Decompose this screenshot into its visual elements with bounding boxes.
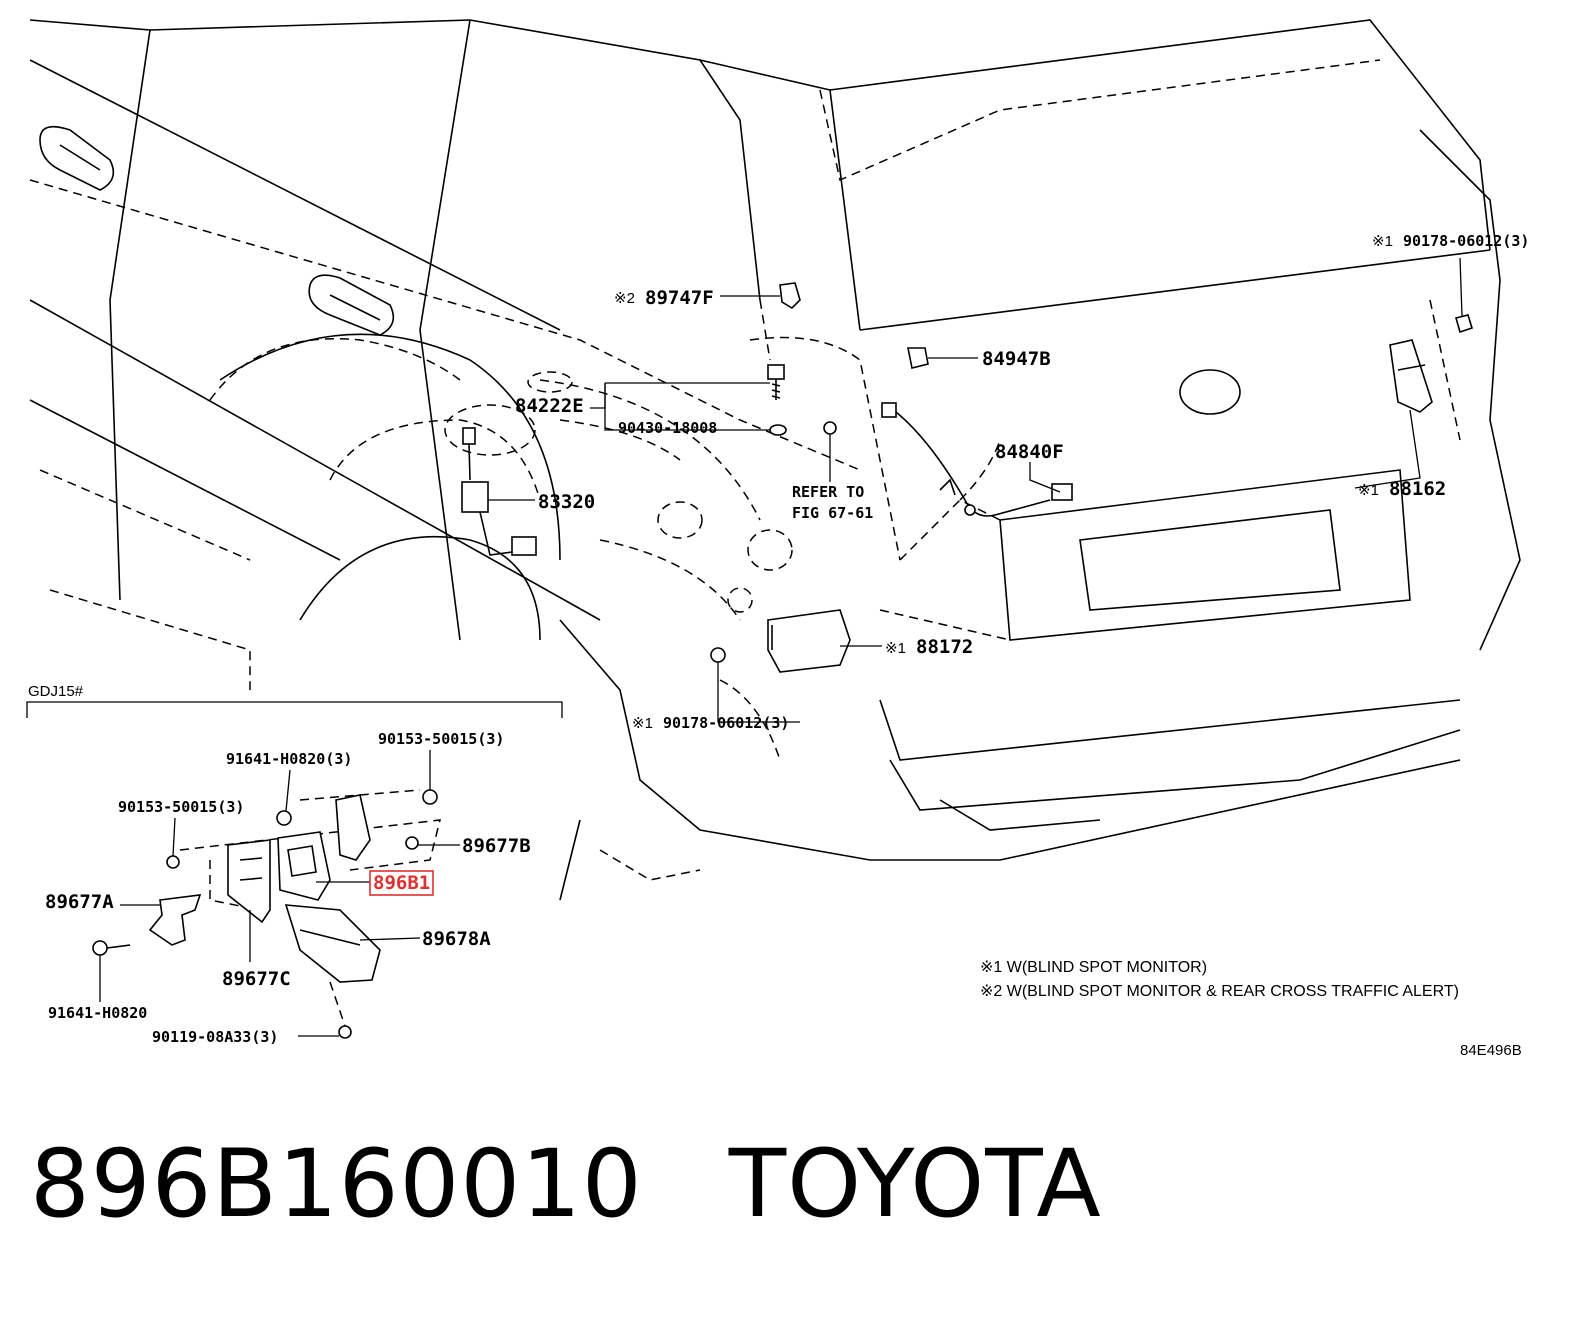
switch-83320	[461, 427, 537, 556]
leader-lines	[488, 257, 1463, 723]
callout-91641-H0820-3: 91641-H0820(3)	[226, 750, 352, 768]
washer-90430	[769, 424, 787, 436]
callout-89678A: 89678A	[422, 928, 491, 950]
mark-note-1-90178-bottom: ※1	[632, 715, 653, 732]
callout-90178-06012-bottom: 90178-06012(3)	[663, 714, 789, 732]
highlight-box-896B1	[369, 870, 434, 896]
callout-90153-50015-left: 90153-50015(3)	[118, 798, 244, 816]
callout-90119-08A33: 90119-08A33(3)	[152, 1028, 278, 1046]
brand-name: TOYOTA	[728, 1130, 1102, 1239]
part-caption: 896B160010 TOYOTA	[30, 1130, 1188, 1239]
callout-89677C: 89677C	[222, 968, 291, 990]
door-handle-rear	[308, 274, 395, 336]
callout-91641-H0820: 91641-H0820	[48, 1004, 147, 1022]
refer-to-line1: REFER TO	[792, 483, 864, 501]
callout-84840F: 84840F	[995, 441, 1064, 463]
bracket-89677C	[227, 839, 271, 924]
inset-gdj15: GDJ15#	[26, 683, 563, 1039]
inset-title: GDJ15#	[28, 683, 84, 700]
callout-88172: 88172	[916, 636, 973, 658]
callout-90153-50015-top: 90153-50015(3)	[378, 730, 504, 748]
callout-88162: 88162	[1389, 478, 1446, 500]
clip-89747F	[779, 282, 801, 310]
bracket-89677A	[148, 894, 202, 946]
parts-diagram: ※2 89747F 84222E 90430-18008 83320 84947…	[26, 19, 1529, 1059]
callout-84947B: 84947B	[982, 348, 1051, 370]
callout-896B1: 896B1	[373, 872, 430, 894]
note-1: ※1 W(BLIND SPOT MONITOR)	[980, 959, 1207, 976]
hidden-lines	[29, 59, 1461, 881]
callout-83320: 83320	[538, 491, 595, 513]
ecu-896B1	[277, 831, 331, 901]
mark-note-1-88172: ※1	[885, 640, 906, 657]
callout-89747F: 89747F	[645, 287, 714, 309]
callout-89677B: 89677B	[462, 835, 531, 857]
callout-84222E: 84222E	[515, 395, 584, 417]
callout-90430-18008: 90430-18008	[618, 419, 717, 437]
mark-note-2: ※2	[614, 290, 635, 307]
mark-note-1-90178-top: ※1	[1372, 233, 1393, 250]
grommet-84947B	[907, 347, 929, 369]
callout-89677A: 89677A	[45, 891, 114, 913]
sensor-88172	[710, 609, 851, 673]
refer-to-line2: FIG 67-61	[792, 504, 873, 522]
door-handle-front	[39, 125, 115, 191]
note-2: ※2 W(BLIND SPOT MONITOR & REAR CROSS TRA…	[980, 983, 1459, 1000]
wire-84840F	[823, 402, 1073, 517]
part-number: 896B160010	[30, 1130, 643, 1239]
inset-leader-lines	[99, 750, 460, 1037]
mark-note-1-88162: ※1	[1358, 482, 1379, 499]
cover-89678A	[284, 904, 381, 983]
bolt-84222E	[767, 364, 785, 400]
figure-code: 84E496B	[1460, 1042, 1522, 1059]
sensor-88162	[1389, 314, 1473, 413]
vehicle-body-outline	[29, 19, 1521, 901]
callout-90178-06012-top: 90178-06012(3)	[1403, 232, 1529, 250]
bracket-89677B	[335, 794, 371, 861]
